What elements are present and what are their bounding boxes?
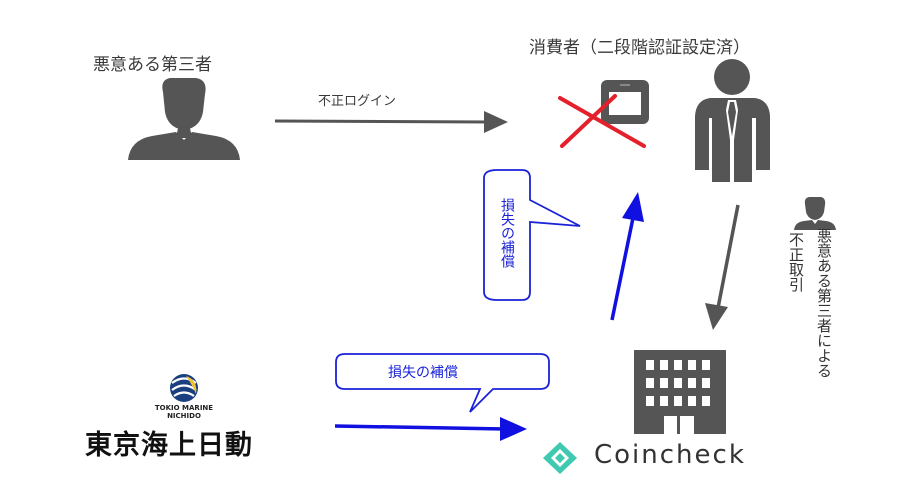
unauthorized-login-label: 不正ログイン [318, 94, 397, 109]
unauthorized-login-arrow [274, 111, 508, 133]
compensation-vertical-label: 損失の補償 [499, 198, 515, 268]
compensation-horizontal-label: 損失の補償 [388, 365, 458, 381]
fraud-transaction-arrow [705, 204, 740, 330]
building-icon [634, 350, 726, 434]
compensation-arrow-right [334, 417, 527, 441]
businessman-icon [695, 59, 770, 182]
fraud-transaction-label: 不正取引 [787, 232, 805, 292]
compensation-bubble-horizontal [335, 353, 550, 413]
by-attacker-label: 悪意ある第三者による [815, 228, 833, 378]
attacker-small-icon [794, 197, 836, 230]
consumer-label: 消費者（二段階認証設定済） [529, 38, 750, 58]
tokio-marine-jp-name: 東京海上日動 [85, 430, 253, 461]
tokio-marine-logo-icon [170, 374, 198, 402]
attacker-label: 悪意ある第三者 [93, 55, 212, 75]
tokio-marine-en-name: TOKIO MARINE NICHIDO [144, 404, 224, 420]
coincheck-name: Coincheck [594, 440, 746, 470]
coincheck-logo-icon [543, 442, 577, 474]
compensation-bubble-vertical [483, 169, 581, 301]
smartphone-icon [601, 80, 649, 124]
red-x-icon [558, 94, 646, 148]
tokio-en-line1: TOKIO MARINE [154, 404, 214, 412]
tokio-en-line2: NICHIDO [167, 412, 201, 420]
attacker-person-icon [128, 78, 240, 160]
compensation-arrow-up [610, 192, 644, 321]
